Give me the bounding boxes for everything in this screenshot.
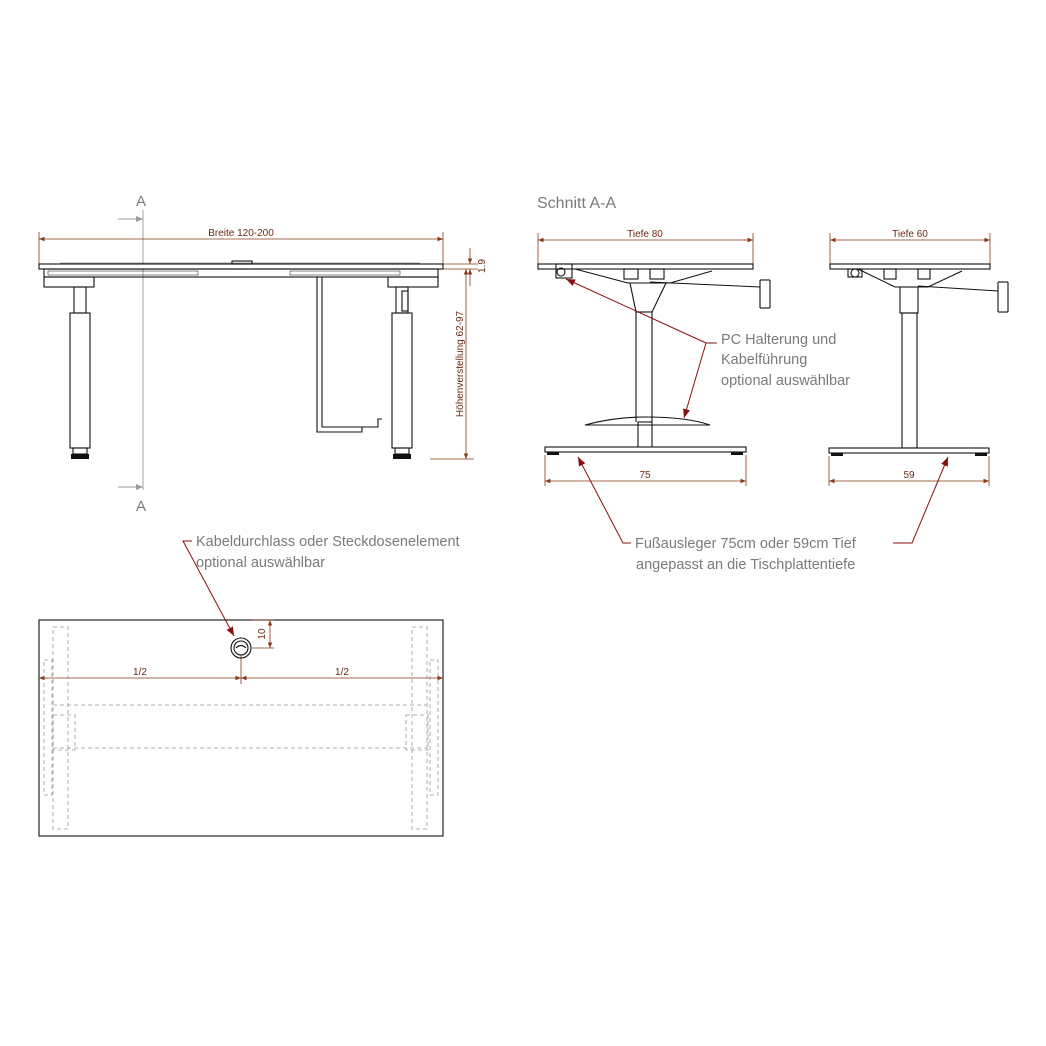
top-thickness-label: 1.9 [477,259,488,273]
cable-grommet [230,637,252,659]
foot-extension-line-1: Fußausleger 75cm oder 59cm Tief [635,536,857,552]
grommet-offset-label: 10 [257,628,268,640]
width-label: Breite 120-200 [208,228,274,239]
depth-60-label: Tiefe 60 [892,229,928,240]
foot-59-label: 59 [903,470,915,481]
section-view-depth-80: Tiefe 80 75 [537,229,771,486]
front-tabletop [38,263,444,270]
cable-port-line-1: Kabeldurchlass oder Steckdosenelement [196,534,460,550]
pc-holder-line-2: Kabelführung [721,352,807,368]
depth80-tabletop [537,263,754,270]
front-pc-holder [316,277,382,433]
foot-75-label: 75 [639,470,651,481]
width-dimension: Breite 120-200 [38,228,444,266]
callout-cable-port: Kabeldurchlass oder Steckdosenelement op… [182,534,460,637]
callout-pc-holder: PC Halterung und Kabelführung optional a… [565,278,850,419]
front-right-leg [391,286,413,459]
depth-80-label: Tiefe 80 [627,229,663,240]
cable-port-line-2: optional auswählbar [196,555,325,571]
section-letter-bottom: A [136,498,146,515]
height-adjust-label: Höhenverstellung 62-97 [455,310,466,417]
depth60-foot [828,447,990,454]
top-view: 1/2 1/2 10 [38,619,444,837]
foot-extension-line-2: angepasst an die Tischplattentiefe [636,557,855,573]
depth60-tabletop [829,263,991,270]
height-dimension: 1.9 Höhenverstellung 62-97 [430,248,488,460]
section-line-a-a: A A [118,193,146,515]
front-view: A A Breite 120-200 [38,193,488,515]
front-left-leg [69,286,91,459]
half-left-label: 1/2 [133,667,147,678]
pc-holder-line-3: optional auswählbar [721,373,850,389]
half-right-label: 1/2 [335,667,349,678]
section-letter-top: A [136,193,146,210]
front-frame-rail [43,268,439,278]
front-grommet [231,260,253,265]
callout-foot-extension: Fußausleger 75cm oder 59cm Tief angepass… [577,456,949,573]
depth80-foot [544,446,747,453]
pc-holder-line-1: PC Halterung und [721,332,836,348]
section-title: Schnitt A-A [537,195,616,212]
section-view-depth-60: Tiefe 60 59 [828,229,1009,486]
top-view-tabletop [38,619,444,837]
